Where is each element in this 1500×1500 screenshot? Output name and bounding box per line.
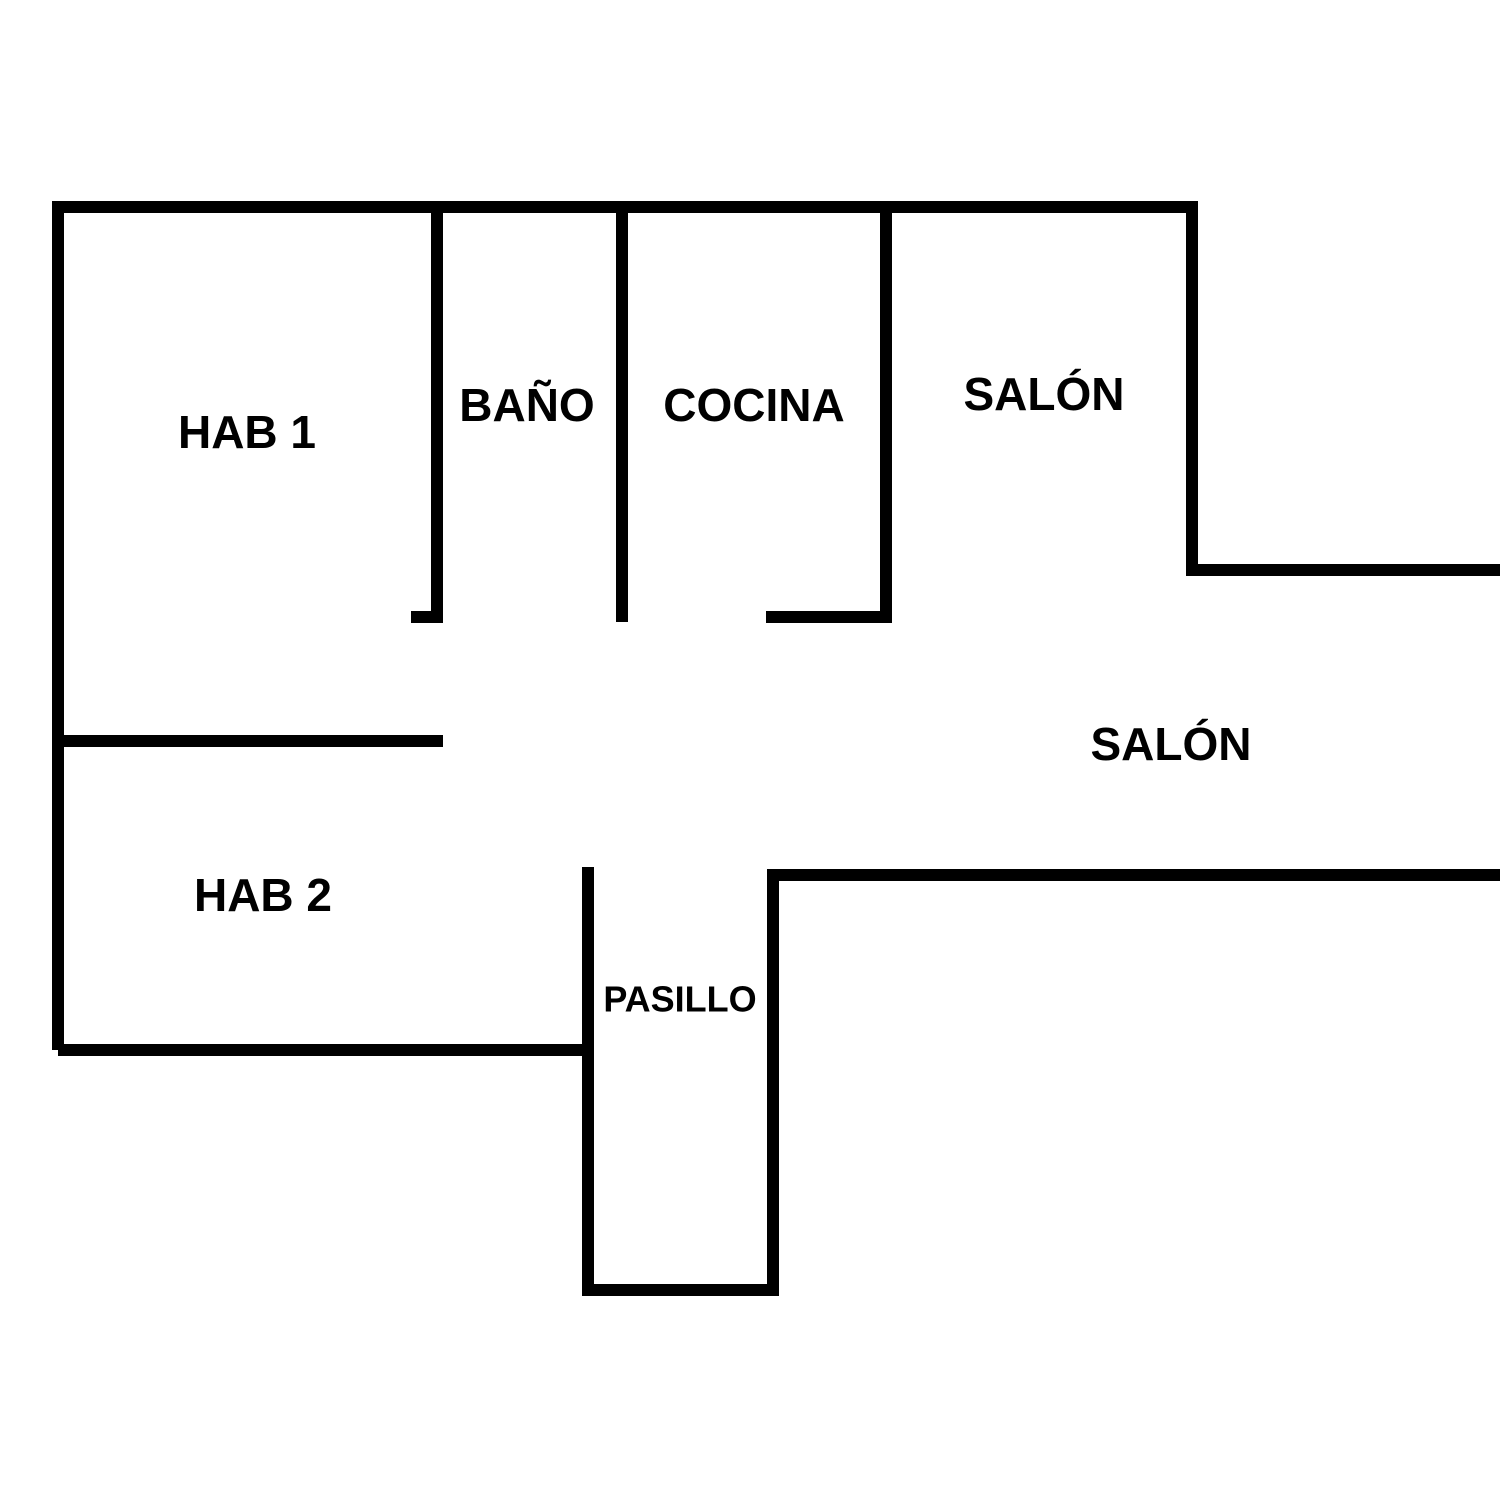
room-label-hab2: HAB 2 (194, 869, 332, 921)
room-label-salon-lower: SALÓN (1091, 718, 1252, 770)
walls (52, 201, 1500, 1296)
room-label-pasillo: PASILLO (603, 979, 756, 1020)
hab1-bano-partition (411, 207, 443, 623)
pasillo-walls (582, 867, 1500, 1296)
cocina-salon-partition (766, 207, 892, 623)
room-label-salon-upper: SALÓN (964, 368, 1125, 420)
room-label-hab1: HAB 1 (178, 406, 316, 458)
room-label-bano: BAÑO (459, 379, 594, 431)
room-label-cocina: COCINA (663, 379, 844, 431)
outer-wall-top-left (52, 201, 1500, 1050)
room-labels: HAB 1 BAÑO COCINA SALÓN SALÓN HAB 2 PASI… (178, 368, 1252, 1019)
